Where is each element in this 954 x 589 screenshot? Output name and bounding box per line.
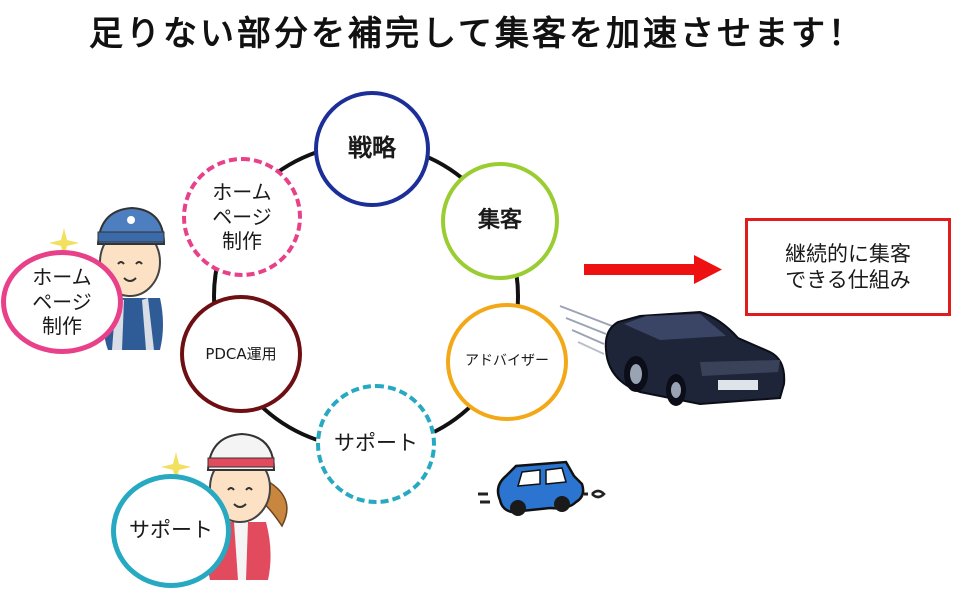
strategy-node: 戦略: [314, 91, 430, 207]
result-box: 継続的に集客 できる仕組み: [745, 218, 951, 316]
homepage-label: ホーム ページ 制作: [212, 180, 272, 254]
pdca-label: PDCA運用: [205, 344, 277, 363]
support-node: サポート: [316, 384, 436, 504]
worker-woman-icon: [161, 432, 288, 580]
sparkle-icon: [161, 452, 191, 482]
result-label: 継続的に集客 できる仕組み: [785, 241, 911, 292]
attract-label: 集客: [477, 207, 522, 233]
blue-car-icon: [478, 460, 606, 516]
homepage-badge-label: ホーム ページ 制作: [32, 265, 92, 339]
advisor-node: アドバイザー: [446, 303, 568, 421]
support-label: サポート: [334, 431, 418, 456]
attract-node: 集客: [441, 162, 559, 280]
homepage-node: ホーム ページ 制作: [182, 157, 302, 277]
advisor-label: アドバイザー: [465, 353, 549, 370]
support-badge: サポート: [111, 474, 231, 588]
support-badge-label: サポート: [129, 518, 213, 543]
pdca-node: PDCA運用: [180, 295, 302, 413]
homepage-badge: ホーム ページ 制作: [1, 250, 123, 354]
strategy-label: 戦略: [348, 134, 396, 163]
page-title: 足りない部分を補完して集客を加速させます！: [89, 14, 865, 54]
right-arrow-icon: [584, 255, 722, 284]
sparkle-icon: [49, 228, 79, 258]
black-car-icon: [559, 305, 786, 406]
